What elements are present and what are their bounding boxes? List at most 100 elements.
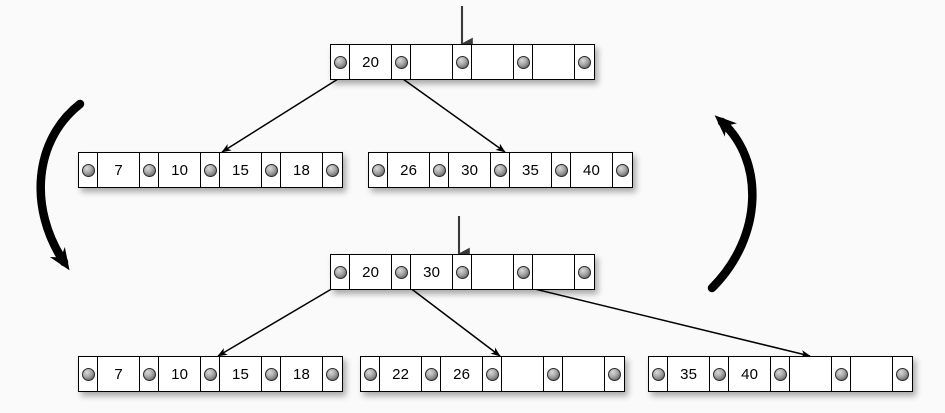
pointer-dot-icon — [712, 367, 726, 381]
pointer-cell-2[interactable] — [421, 357, 442, 391]
pointer-cell-6[interactable] — [513, 45, 534, 79]
pointer-cell-2[interactable] — [391, 45, 412, 79]
key-cell-1[interactable]: 20 — [350, 45, 392, 79]
pointer-dot-icon — [371, 163, 385, 177]
pointer-cell-4[interactable] — [490, 153, 511, 187]
pointer-cell-2[interactable] — [709, 357, 730, 391]
key-cell-1[interactable]: 22 — [380, 357, 422, 391]
pointer-cell-6[interactable] — [551, 153, 572, 187]
leaf-node-before-left[interactable]: 7 10 15 18 — [78, 152, 343, 188]
key-label: 15 — [232, 161, 250, 179]
key-label: 20 — [362, 263, 380, 281]
pointer-cell-4[interactable] — [200, 357, 221, 391]
pointer-cell-8[interactable] — [892, 357, 912, 391]
pointer-cell-6[interactable] — [261, 153, 282, 187]
key-cell-3[interactable] — [411, 45, 453, 79]
pointer-cell-6[interactable] — [831, 357, 852, 391]
pointer-cell-0[interactable] — [79, 153, 99, 187]
key-cell-7[interactable]: 18 — [281, 357, 323, 391]
key-cell-5[interactable] — [502, 357, 544, 391]
pointer-cell-8[interactable] — [574, 45, 594, 79]
key-cell-7[interactable]: 40 — [571, 153, 613, 187]
pointer-dot-icon — [363, 367, 377, 381]
pointer-dot-icon — [577, 55, 591, 69]
key-cell-1[interactable]: 35 — [668, 357, 710, 391]
pointer-cell-2[interactable] — [139, 153, 160, 187]
leaf-node-after-left[interactable]: 7 10 15 18 — [78, 356, 343, 392]
pointer-dot-icon — [773, 367, 787, 381]
pointer-cell-4[interactable] — [770, 357, 791, 391]
key-cell-1[interactable]: 7 — [98, 357, 140, 391]
pointer-cell-4[interactable] — [452, 45, 473, 79]
key-cell-3[interactable]: 30 — [411, 255, 453, 289]
key-cell-1[interactable]: 20 — [350, 255, 392, 289]
key-label: 35 — [522, 161, 540, 179]
pointer-cell-8[interactable] — [322, 357, 342, 391]
flow-arrow-right — [707, 115, 757, 293]
pointer-dot-icon — [325, 367, 339, 381]
pointer-cell-8[interactable] — [604, 357, 624, 391]
key-label: 40 — [582, 161, 601, 179]
key-cell-5[interactable]: 15 — [220, 153, 262, 187]
key-cell-3[interactable]: 30 — [449, 153, 491, 187]
pointer-cell-6[interactable] — [543, 357, 564, 391]
key-cell-7[interactable]: 18 — [281, 153, 323, 187]
key-cell-5[interactable] — [472, 45, 514, 79]
pointer-dot-icon — [615, 163, 629, 177]
pointer-cell-4[interactable] — [452, 255, 473, 289]
key-label: 18 — [292, 161, 311, 179]
pointer-cell-6[interactable] — [261, 357, 282, 391]
key-label: 20 — [362, 53, 380, 71]
pointer-dot-icon — [333, 265, 347, 279]
key-label: 30 — [461, 161, 479, 179]
pointer-cell-0[interactable] — [331, 255, 351, 289]
key-cell-5[interactable]: 35 — [510, 153, 552, 187]
pointer-cell-4[interactable] — [200, 153, 221, 187]
pointer-cell-0[interactable] — [331, 45, 351, 79]
key-cell-7[interactable] — [563, 357, 605, 391]
leaf-node-after-middle[interactable]: 22 26 — [360, 356, 625, 392]
leaf-node-before-right[interactable]: 26 30 35 40 — [368, 152, 633, 188]
key-label: 10 — [171, 365, 189, 383]
pointer-cell-0[interactable] — [79, 357, 99, 391]
pointer-dot-icon — [325, 163, 339, 177]
key-label: 30 — [423, 263, 441, 281]
pointer-cell-8[interactable] — [574, 255, 594, 289]
pointer-cell-8[interactable] — [612, 153, 632, 187]
key-label: 22 — [392, 365, 410, 383]
pointer-cell-0[interactable] — [369, 153, 389, 187]
pointer-dot-icon — [203, 367, 217, 381]
key-cell-3[interactable]: 40 — [729, 357, 771, 391]
pointer-dot-icon — [834, 367, 848, 381]
pointer-dot-icon — [142, 367, 156, 381]
pointer-dot-icon — [203, 163, 217, 177]
root-node-before[interactable]: 20 — [330, 44, 595, 80]
key-cell-3[interactable]: 26 — [441, 357, 483, 391]
pointer-cell-2[interactable] — [391, 255, 412, 289]
pointer-cell-4[interactable] — [482, 357, 503, 391]
pointer-cell-8[interactable] — [322, 153, 342, 187]
pointer-cell-2[interactable] — [429, 153, 450, 187]
pointer-cell-6[interactable] — [513, 255, 534, 289]
pointer-cell-0[interactable] — [361, 357, 381, 391]
pointer-cell-0[interactable] — [649, 357, 669, 391]
key-cell-5[interactable] — [472, 255, 514, 289]
pointer-dot-icon — [607, 367, 621, 381]
key-cell-5[interactable]: 15 — [220, 357, 262, 391]
key-cell-1[interactable]: 26 — [388, 153, 430, 187]
key-label: 35 — [680, 365, 698, 383]
key-cell-7[interactable] — [851, 357, 893, 391]
pointer-dot-icon — [485, 367, 499, 381]
key-label: 18 — [292, 365, 311, 383]
pointer-dot-icon — [516, 55, 530, 69]
key-cell-3[interactable]: 10 — [159, 153, 201, 187]
key-cell-5[interactable] — [790, 357, 832, 391]
flow-arrow-left — [36, 99, 85, 271]
key-cell-1[interactable]: 7 — [98, 153, 140, 187]
key-cell-3[interactable]: 10 — [159, 357, 201, 391]
key-cell-7[interactable] — [533, 255, 575, 289]
pointer-cell-2[interactable] — [139, 357, 160, 391]
key-cell-7[interactable] — [533, 45, 575, 79]
leaf-node-after-right[interactable]: 35 40 — [648, 356, 913, 392]
